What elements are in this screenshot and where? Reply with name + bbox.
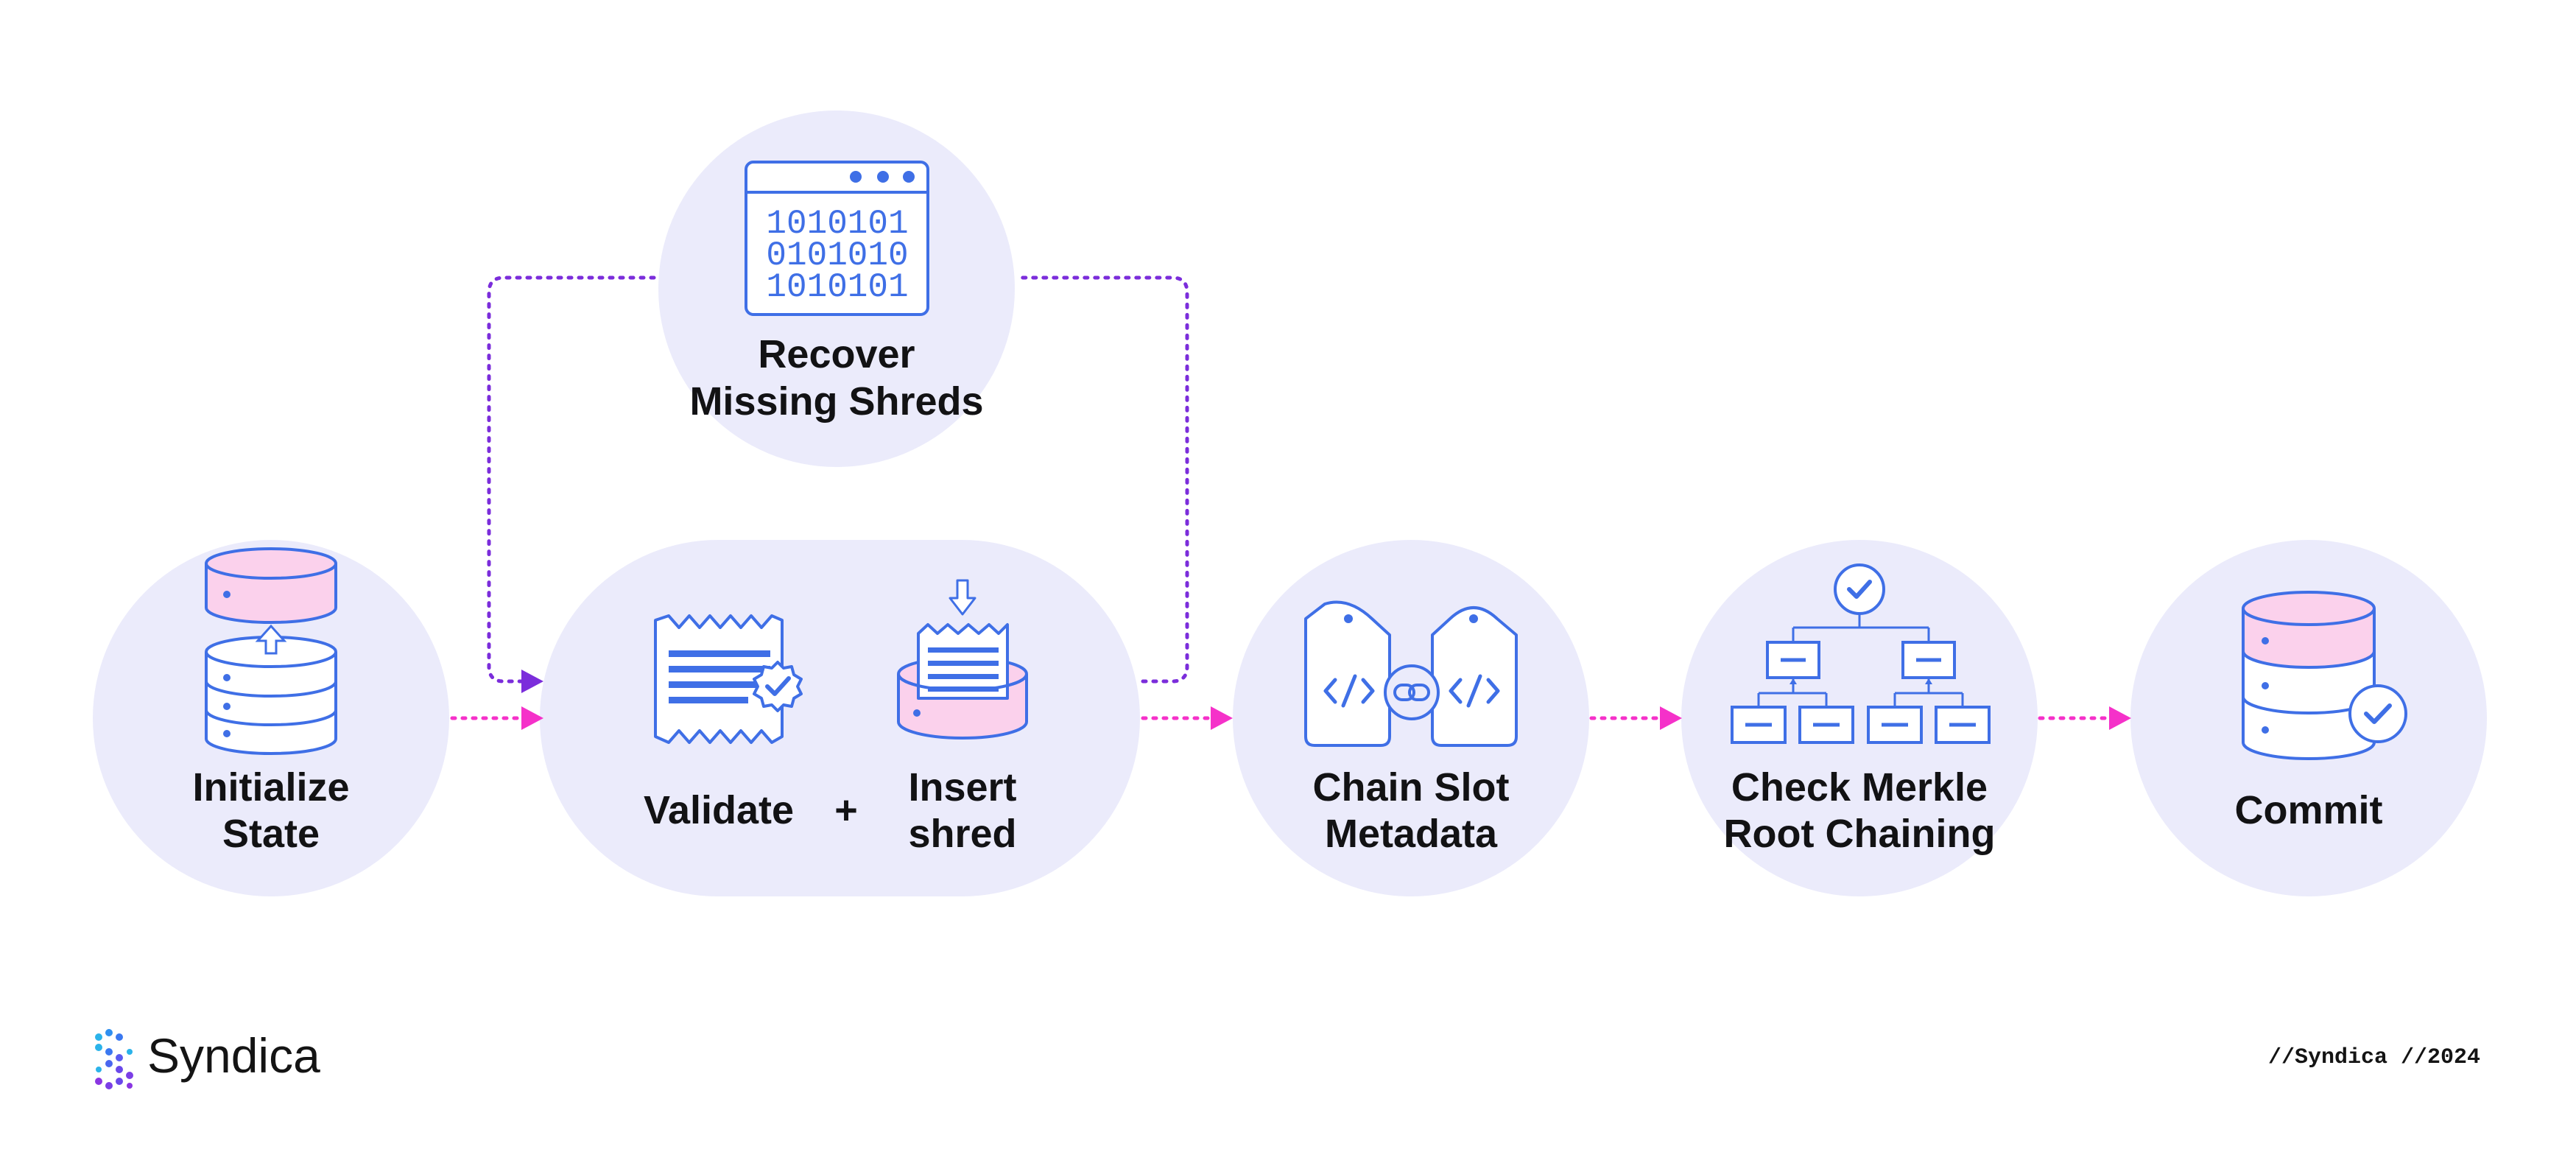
initialize-label-line2: State [222,812,320,856]
merkle-label-line1: Check Merkle [1731,765,1988,809]
commit-label: Commit [2235,788,2383,832]
recover-label-line2: Missing Shreds [689,379,983,424]
binary-line: 0101010 [766,236,908,275]
validate-label: Validate [644,788,794,832]
database-upload-icon [205,547,337,755]
initialize-label-line1: Initialize [192,765,349,809]
connector-recovery-loop [487,275,1189,684]
binary-window-icon: 1010101 0101010 1010101 [745,161,929,316]
syndica-logo-icon [95,1029,133,1089]
chain-slot-label-line1: Chain Slot [1313,765,1510,809]
merkle-label-line2: Root Chaining [1724,812,1996,856]
brand-name: Syndica [147,1028,320,1083]
binary-line: 1010101 [766,268,908,306]
connector-validate-to-chain-slot [1141,706,1233,730]
binary-line: 1010101 [766,205,908,243]
recover-label-line1: Recover [758,332,915,376]
insert-label-line2: shred [908,812,1016,856]
merkle-node-bg [1681,540,2038,896]
connector-merkle-to-commit [2038,706,2131,730]
footer-tag: //Syndica //2024 [2268,1045,2480,1070]
connector-initialize-to-validate [450,706,543,730]
database-check-icon [2242,591,2407,760]
merkle-tree-icon [1731,563,1991,744]
connector-chain-slot-to-merkle [1589,706,1682,730]
chain-slot-label-line2: Metadata [1325,812,1498,856]
insert-shred-icon [897,579,1028,740]
plus-sign: + [834,788,858,832]
linked-code-tags-icon [1304,600,1518,747]
verified-receipt-icon [654,614,803,744]
recovery-arrowhead [521,670,543,693]
insert-label-line1: Insert [908,765,1016,809]
validate-insert-node-bg [540,540,1140,896]
